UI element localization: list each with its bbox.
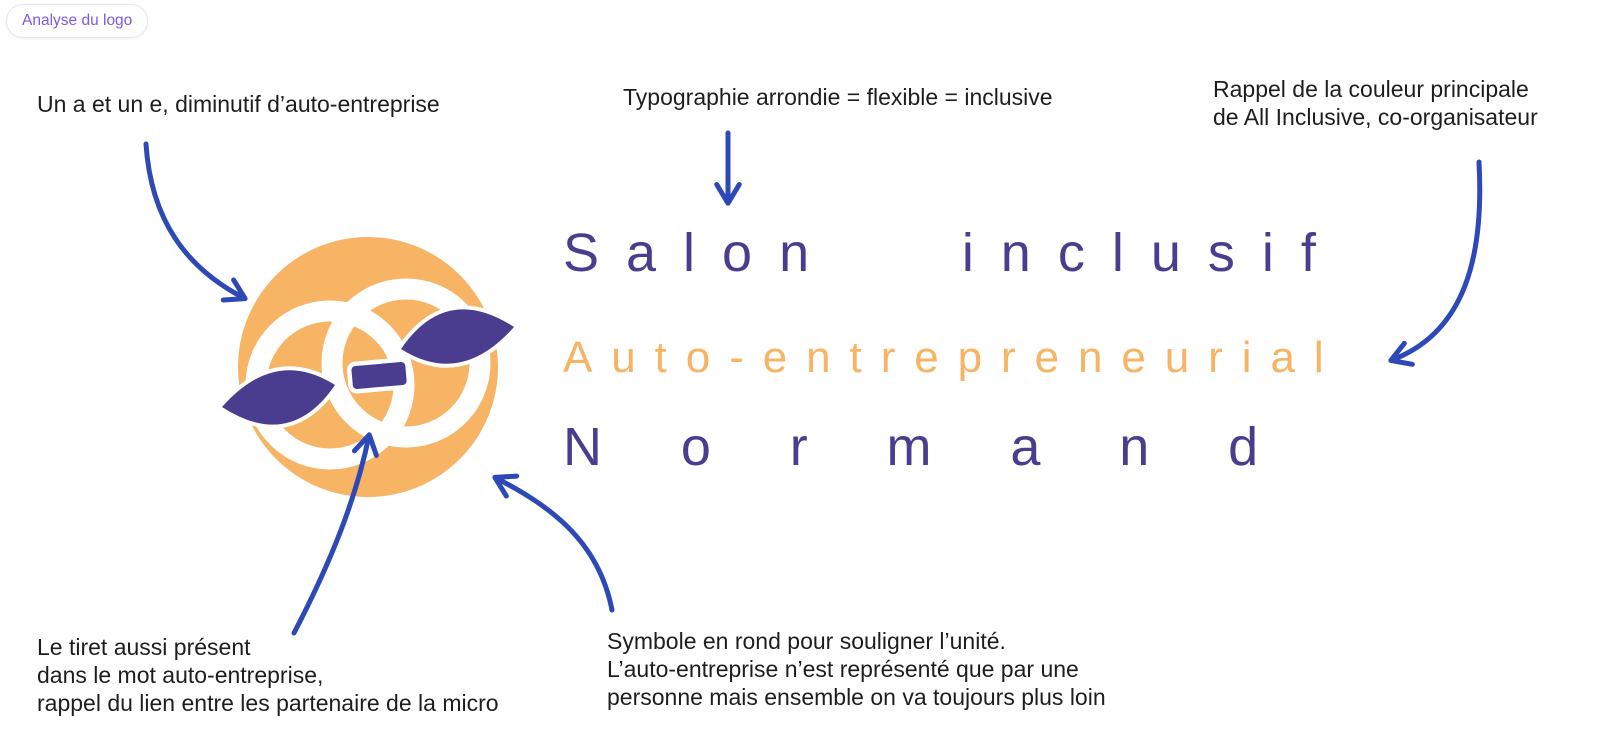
logo-hyphen-mark [346,357,412,394]
annotation-round-symbol-line-3: personne mais ensemble on va toujours pl… [607,684,1106,710]
logo-title-line-3: Normand [563,417,1337,477]
annotation-round-symbol: Symbole en rond pour souligner l’unité. … [607,627,1106,711]
annotation-hyphen: Le tiret aussi présent dans le mot auto-… [37,633,499,717]
logo-leaf-lower-left [218,366,339,429]
annotation-round-symbol-line-1: Symbole en rond pour souligner l’unité. [607,628,1006,654]
annotation-round-symbol-line-2: L’auto-entreprise n’est représenté que p… [607,656,1079,682]
annotation-main-color: Rappel de la couleur principale de All I… [1213,75,1538,131]
logo-ring-right [321,278,491,448]
annotation-main-color-line-2: de All Inclusive, co-organisateur [1213,104,1538,130]
arrow-color-to-orange-word-icon [1388,159,1483,367]
annotation-hyphen-line-3: rappel du lien entre les partenaire de l… [37,690,499,716]
logo-symbol-ae-monogram-icon [218,237,518,497]
analysis-badge[interactable]: Analyse du logo [6,4,149,39]
annotation-main-color-line-1: Rappel de la couleur principale [1213,76,1529,102]
logo-leaf-upper-right [397,305,518,368]
annotation-ae-letters: Un a et un e, diminutif d’auto-entrepris… [37,91,440,117]
annotation-typography: Typographie arrondie = flexible = inclus… [623,84,1053,110]
logo-title-line-1: Salon inclusif [563,223,1343,283]
annotation-hyphen-line-2: dans le mot auto-entreprise, [37,662,324,688]
logo-title-line-2: Auto-entrepreneurial [563,333,1343,382]
annotation-hyphen-line-1: Le tiret aussi présent [37,634,251,660]
